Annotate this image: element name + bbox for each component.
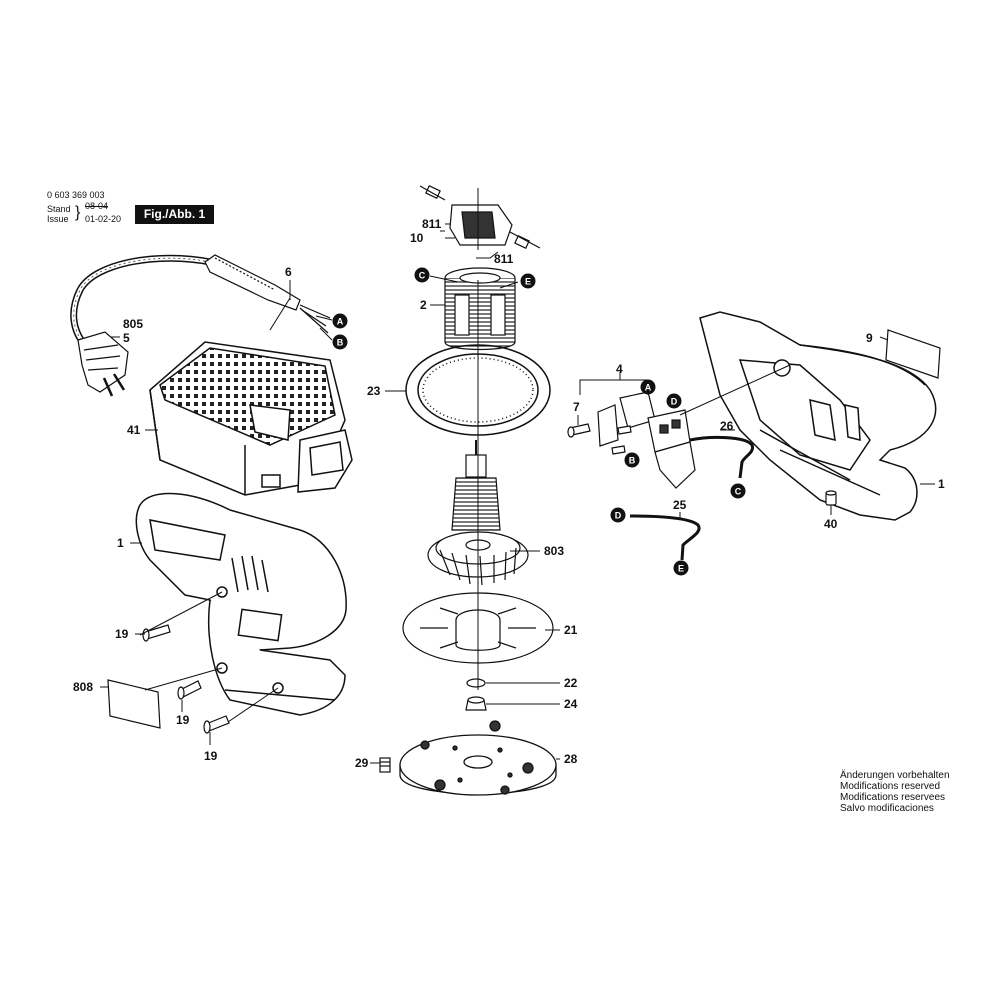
part-label-5: 5 bbox=[123, 331, 130, 345]
figure-label: Fig./Abb. 1 bbox=[135, 205, 214, 224]
housing-half-drawing bbox=[699, 311, 937, 521]
svg-text:B: B bbox=[337, 338, 344, 348]
screws-19-drawing bbox=[142, 624, 230, 734]
part-label-2: 2 bbox=[420, 298, 427, 312]
washer-22-drawing bbox=[466, 678, 486, 688]
issue-label: Issue bbox=[47, 214, 69, 224]
wire-25-drawing bbox=[629, 514, 701, 561]
part-label-1: 1 bbox=[938, 477, 945, 491]
screw-29-drawing bbox=[379, 757, 391, 773]
svg-text:E: E bbox=[525, 277, 531, 287]
field-coil-drawing bbox=[444, 267, 516, 351]
connector-marker-c: C bbox=[730, 483, 746, 499]
plug-drawing bbox=[77, 331, 129, 397]
wire-26-drawing bbox=[689, 435, 755, 479]
part-label-41: 41 bbox=[127, 423, 141, 437]
svg-text:E: E bbox=[678, 564, 684, 574]
note-line: Änderungen vorbehalten bbox=[840, 770, 950, 781]
switch-assembly-drawing bbox=[567, 391, 696, 489]
connector-marker-c: C bbox=[414, 267, 430, 283]
connector-marker-d: D bbox=[666, 393, 682, 409]
document-number: 0 603 369 003 bbox=[47, 190, 105, 200]
connector-markers: A B C E A D B bbox=[332, 267, 746, 576]
power-cable-drawing bbox=[70, 254, 214, 349]
header-brace: } bbox=[75, 204, 81, 221]
part-label-805: 805 bbox=[123, 317, 143, 331]
part-label-29: 29 bbox=[355, 756, 369, 770]
part-label-28: 28 bbox=[564, 752, 578, 766]
svg-text:B: B bbox=[629, 456, 636, 466]
connector-marker-e: E bbox=[673, 560, 689, 576]
part-label-23: 23 bbox=[367, 384, 381, 398]
part-label-10: 10 bbox=[410, 231, 424, 245]
part-label-4: 4 bbox=[616, 362, 623, 376]
connector-marker-d: D bbox=[610, 507, 626, 523]
svg-text:C: C bbox=[419, 271, 426, 281]
part-label-811: 811 bbox=[422, 217, 442, 231]
part-label-24: 24 bbox=[564, 697, 578, 711]
svg-text:D: D bbox=[671, 397, 678, 407]
sander-housing-drawing bbox=[135, 492, 347, 716]
leader-lines bbox=[100, 188, 935, 764]
note-line: Modifications reservees bbox=[840, 792, 946, 803]
part-label-803: 803 bbox=[544, 544, 564, 558]
stand-value: 08-04 bbox=[85, 201, 109, 211]
part-label-19: 19 bbox=[115, 627, 129, 641]
connector-marker-b: B bbox=[332, 334, 348, 350]
stand-label: Stand bbox=[47, 204, 71, 214]
part-label-808: 808 bbox=[73, 680, 93, 694]
part-label-40: 40 bbox=[824, 517, 838, 531]
svg-text:C: C bbox=[735, 487, 742, 497]
note-line: Salvo modificaciones bbox=[840, 803, 934, 814]
svg-text:A: A bbox=[645, 383, 652, 393]
part-label-811: 811 bbox=[494, 252, 514, 266]
connector-marker-e: E bbox=[520, 273, 536, 289]
svg-text:A: A bbox=[337, 317, 344, 327]
part-label-19: 19 bbox=[176, 713, 190, 727]
part-label-21: 21 bbox=[564, 623, 578, 637]
sanding-pad-drawing bbox=[399, 720, 557, 796]
connector-marker-b: B bbox=[624, 452, 640, 468]
dust-box-drawing bbox=[149, 341, 353, 496]
cord-sleeve-drawing bbox=[204, 254, 331, 334]
grommet-40-drawing bbox=[825, 490, 837, 506]
part-label-26: 26 bbox=[720, 419, 734, 433]
part-label-9: 9 bbox=[866, 331, 873, 345]
connector-marker-a: A bbox=[332, 313, 348, 329]
part-label-1: 1 bbox=[117, 536, 124, 550]
svg-text:D: D bbox=[615, 511, 622, 521]
modification-notes: Änderungen vorbehalten Modifications res… bbox=[840, 770, 950, 814]
connector-marker-a: A bbox=[640, 379, 656, 395]
label-plate-9-drawing bbox=[885, 329, 941, 379]
part-label-22: 22 bbox=[564, 676, 578, 690]
part-label-6: 6 bbox=[285, 265, 292, 279]
issue-value: 01-02-20 bbox=[85, 214, 122, 224]
part-label-19: 19 bbox=[204, 749, 218, 763]
note-line: Modifications reserved bbox=[840, 781, 941, 792]
part-labels: 811 10 811 6 805 5 2 23 41 4 7 26 9 1 40… bbox=[73, 217, 945, 770]
nut-24-drawing bbox=[465, 696, 487, 711]
part-label-7: 7 bbox=[573, 400, 580, 414]
part-label-25: 25 bbox=[673, 498, 687, 512]
label-plate-808-drawing bbox=[107, 679, 161, 729]
